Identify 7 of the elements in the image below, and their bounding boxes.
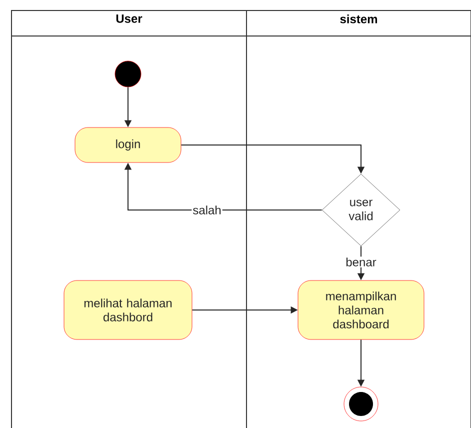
start-node — [114, 60, 142, 88]
edge-label: salah — [192, 204, 222, 216]
end-node — [344, 386, 378, 422]
activity-box: menampilkan halaman dashboard — [298, 280, 424, 340]
activity-box: login — [74, 127, 182, 163]
edge-label: benar — [344, 256, 378, 268]
activity-box: melihat halaman dashbord — [64, 280, 192, 340]
